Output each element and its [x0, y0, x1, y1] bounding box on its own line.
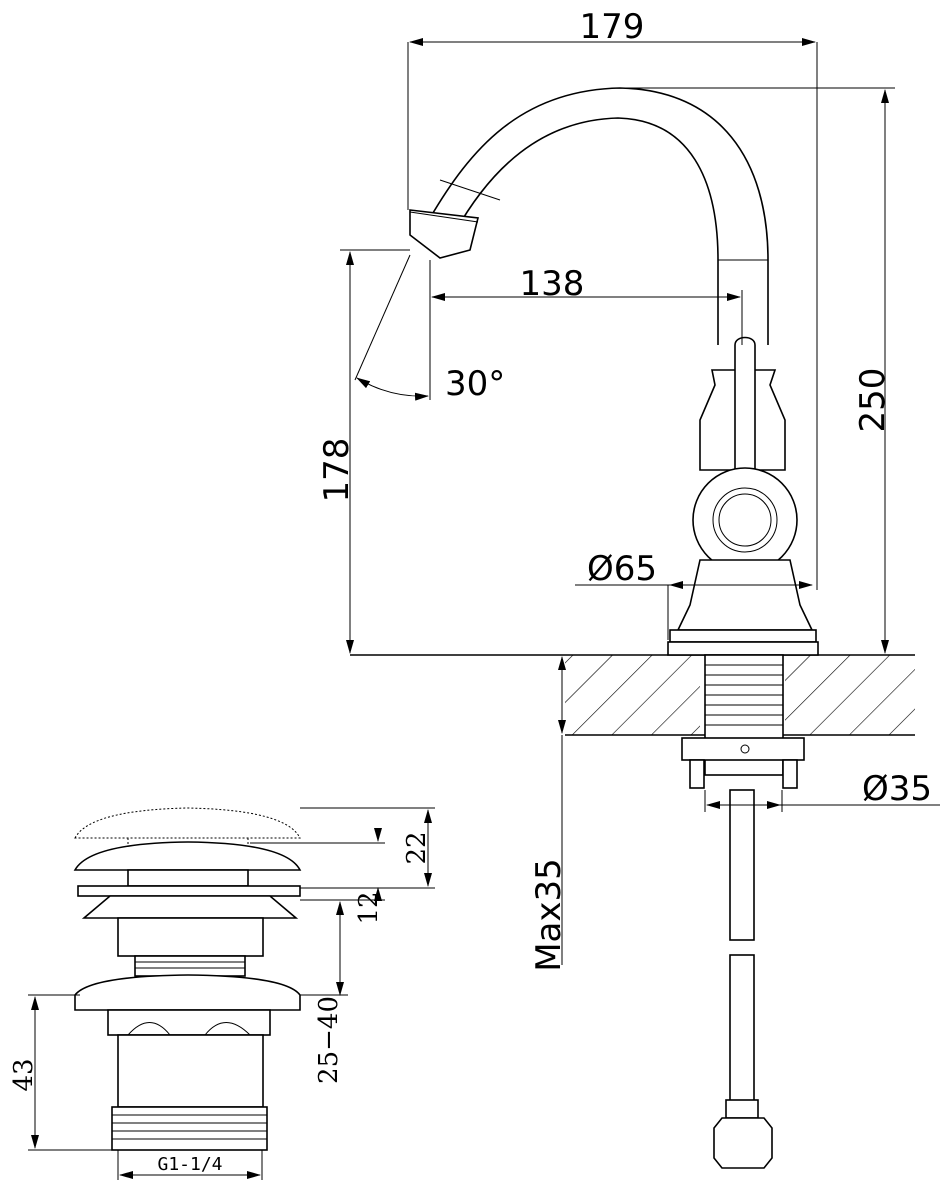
dim-base-65: Ø65	[575, 549, 813, 640]
dim-label-25-40: 25−40	[314, 996, 344, 1084]
dim-label-d35: Ø35	[862, 769, 932, 809]
faucet-body	[409, 87, 819, 789]
pop-up-drain	[73, 807, 302, 1151]
dim-height-250: 250	[620, 87, 915, 656]
supply-hose	[713, 789, 773, 1169]
dim-height-178: 178	[317, 249, 410, 654]
dim-label-138: 138	[520, 264, 585, 304]
dim-drain-43: 43	[9, 994, 115, 1151]
dim-reach-138: 138	[429, 260, 743, 400]
dim-label-22: 22	[402, 831, 432, 864]
dim-angle-30: 30°	[354, 254, 505, 404]
dim-drain-25-40: 25−40	[300, 901, 348, 1084]
dim-label-d65: Ø65	[587, 549, 657, 589]
dim-label-g1-1-4: G1-1/4	[157, 1154, 222, 1175]
dim-label-12: 12	[354, 891, 384, 924]
dim-drain-thread: G1-1/4	[117, 1150, 263, 1180]
dim-max35: Max35	[529, 656, 569, 972]
dim-label-43: 43	[9, 1058, 39, 1091]
dim-drain-22: 22	[300, 807, 435, 889]
dim-label-30deg: 30°	[445, 364, 505, 404]
dim-label-max35: Max35	[529, 858, 569, 972]
countertop-section	[350, 654, 915, 736]
dim-label-250: 250	[853, 368, 893, 433]
dim-drain-12: 12	[250, 828, 385, 925]
dim-shank-35: Ø35	[704, 769, 940, 812]
dim-label-178: 178	[317, 438, 357, 503]
dim-label-179: 179	[580, 7, 645, 47]
dim-width-179: 179	[407, 7, 818, 590]
